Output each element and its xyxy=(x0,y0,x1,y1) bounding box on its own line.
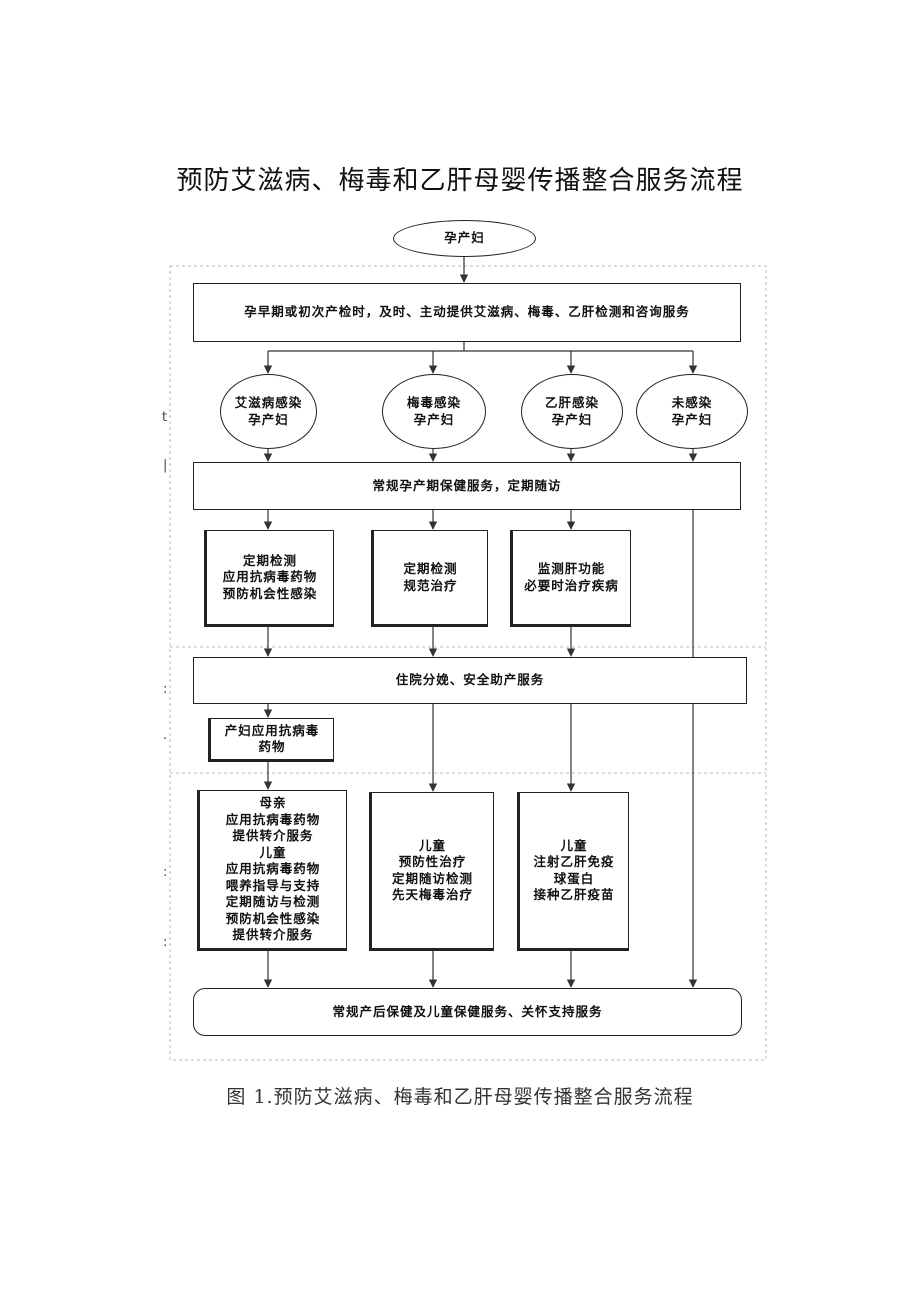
node-hiv-prenatal: 定期检测 应用抗病毒药物 预防机会性感染 xyxy=(204,530,334,627)
node-routine-prenatal: 常规孕产期保健服务，定期随访 xyxy=(193,462,741,510)
node-hbv-infected: 乙肝感染 孕产妇 xyxy=(521,374,623,449)
node-delivery: 住院分娩、安全助产服务 xyxy=(193,657,747,704)
side-mark: t xyxy=(162,410,168,425)
side-mark: | xyxy=(163,458,168,473)
node-hiv-postnatal: 母亲 应用抗病毒药物 提供转介服务 儿童 应用抗病毒药物 喂养指导与支持 定期随… xyxy=(197,790,347,951)
side-mark: . xyxy=(163,728,168,743)
node-routine-postnatal: 常规产后保健及儿童保健服务、关怀支持服务 xyxy=(193,988,742,1036)
side-mark: : xyxy=(163,682,168,697)
node-screening: 孕早期或初次产检时，及时、主动提供艾滋病、梅毒、乙肝检测和咨询服务 xyxy=(193,283,741,342)
node-hiv-delivery: 产妇应用抗病毒 药物 xyxy=(208,718,334,762)
node-hbv-postnatal: 儿童 注射乙肝免疫 球蛋白 接种乙肝疫苗 xyxy=(517,792,629,951)
node-syphilis-prenatal: 定期检测 规范治疗 xyxy=(371,530,488,627)
node-uninfected: 未感染 孕产妇 xyxy=(636,374,748,449)
node-hiv-infected: 艾滋病感染 孕产妇 xyxy=(220,374,317,449)
node-syphilis-postnatal: 儿童 预防性治疗 定期随访检测 先天梅毒治疗 xyxy=(369,792,494,951)
node-hbv-prenatal: 监测肝功能 必要时治疗疾病 xyxy=(510,530,631,627)
node-pregnant-women: 孕产妇 xyxy=(393,220,536,257)
node-syphilis-infected: 梅毒感染 孕产妇 xyxy=(382,374,486,449)
side-mark: : xyxy=(163,935,168,950)
stage-frames xyxy=(169,265,767,1061)
figure-caption: 图 1.预防艾滋病、梅毒和乙肝母婴传播整合服务流程 xyxy=(226,1086,694,1108)
side-mark: : xyxy=(163,865,168,880)
page-title: 预防艾滋病、梅毒和乙肝母婴传播整合服务流程 xyxy=(176,166,744,196)
